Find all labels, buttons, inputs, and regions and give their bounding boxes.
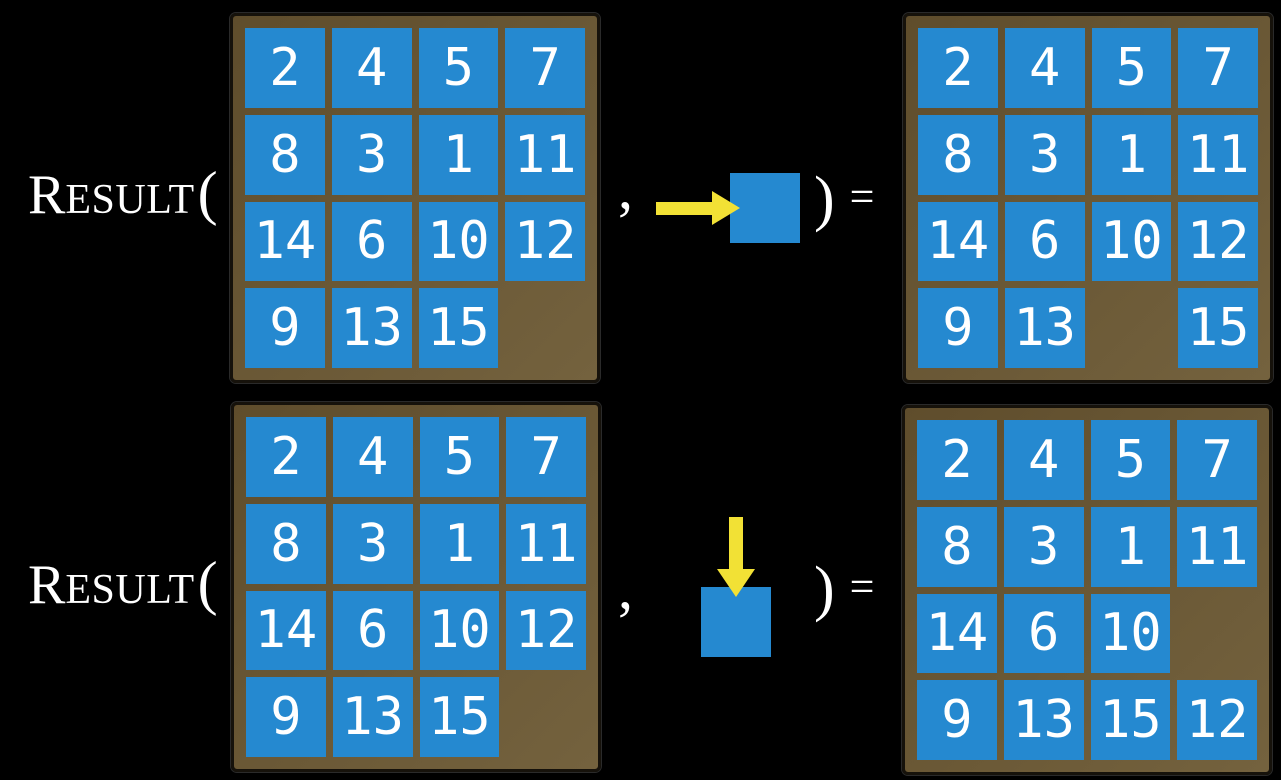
puzzle-tile-9: 9 [918, 288, 998, 368]
equals-sign: = [849, 562, 875, 611]
puzzle-tile-11: 11 [1177, 506, 1257, 587]
blank-cell [505, 288, 585, 368]
puzzle-tile-5: 5 [419, 417, 500, 497]
puzzle-tile-8: 8 [246, 503, 326, 584]
puzzle-tile-1: 1 [419, 503, 500, 584]
blank-tile-square [730, 173, 800, 243]
puzzle-tile-11: 11 [506, 503, 586, 584]
close-paren: ) [814, 165, 835, 233]
puzzle-tile-13: 13 [332, 677, 413, 757]
puzzle-tile-14: 14 [245, 201, 325, 282]
puzzle-tile-11: 11 [505, 114, 585, 195]
puzzle-tile-9: 9 [245, 288, 325, 368]
puzzle-tile-10: 10 [1091, 201, 1172, 282]
function-name-initial: R [28, 164, 66, 226]
comma-separator-2: , [618, 555, 633, 621]
puzzle-tile-13: 13 [331, 288, 412, 368]
action-move-down [700, 517, 772, 657]
result-function-label-2: R ESULT ( [28, 553, 218, 613]
puzzle-tile-6: 6 [1004, 201, 1085, 282]
close-equals-1: ) = [814, 168, 874, 230]
puzzle-tile-12: 12 [506, 590, 586, 671]
puzzle-tile-5: 5 [418, 28, 499, 108]
puzzle-tile-5: 5 [1091, 28, 1172, 108]
arrow-right-icon [656, 191, 740, 225]
puzzle-tile-10: 10 [418, 201, 499, 282]
puzzle-tile-10: 10 [419, 590, 500, 671]
puzzle-tile-3: 3 [331, 114, 412, 195]
puzzle-tile-10: 10 [1090, 593, 1171, 674]
function-name-smallcaps: ESULT [65, 177, 195, 223]
puzzle-tile-14: 14 [917, 593, 997, 674]
puzzle-tile-3: 3 [1003, 506, 1084, 587]
puzzle-tile-13: 13 [1004, 288, 1085, 368]
puzzle-tile-4: 4 [1004, 28, 1085, 108]
arrow-down-icon [717, 517, 755, 597]
puzzle-tile-15: 15 [1090, 680, 1171, 760]
puzzle-tile-9: 9 [246, 677, 326, 757]
puzzle-tile-5: 5 [1090, 420, 1171, 500]
puzzle-tile-1: 1 [418, 114, 499, 195]
puzzle-tile-12: 12 [1178, 201, 1258, 282]
puzzle-tile-15: 15 [1178, 288, 1258, 368]
action-move-right [656, 173, 800, 243]
function-name-initial: R [28, 554, 66, 616]
puzzle-tile-15: 15 [418, 288, 499, 368]
blank-cell [1177, 594, 1257, 674]
puzzle-tile-4: 4 [332, 417, 413, 497]
puzzle-tile-4: 4 [331, 28, 412, 108]
comma-separator-1: , [618, 155, 633, 221]
equals-sign: = [849, 172, 875, 221]
blank-tile-square [701, 587, 771, 657]
puzzle-tile-3: 3 [332, 503, 413, 584]
puzzle-tile-7: 7 [506, 417, 586, 497]
puzzle-tile-14: 14 [918, 201, 998, 282]
puzzle-tile-3: 3 [1004, 114, 1085, 195]
puzzle-tile-6: 6 [332, 590, 413, 671]
puzzle-tile-12: 12 [1177, 680, 1257, 760]
puzzle-tile-8: 8 [245, 114, 325, 195]
result-function-label-1: R ESULT ( [28, 163, 218, 223]
puzzle-tile-1: 1 [1090, 506, 1171, 587]
puzzle-tile-2: 2 [918, 28, 998, 108]
puzzle-tile-7: 7 [505, 28, 585, 108]
puzzle-tile-12: 12 [505, 201, 585, 282]
open-paren: ( [197, 550, 218, 616]
puzzle-tile-2: 2 [246, 417, 326, 497]
puzzle-tile-13: 13 [1003, 680, 1084, 760]
puzzle-tile-15: 15 [419, 677, 500, 757]
close-equals-2: ) = [814, 558, 874, 620]
puzzle-tile-6: 6 [1003, 593, 1084, 674]
blank-cell [506, 677, 586, 757]
blank-cell [1092, 288, 1172, 368]
puzzle-tile-8: 8 [917, 506, 997, 587]
puzzle-tile-6: 6 [331, 201, 412, 282]
puzzle-tile-4: 4 [1003, 420, 1084, 500]
puzzle-tile-7: 7 [1177, 420, 1257, 500]
puzzle-tile-1: 1 [1091, 114, 1172, 195]
puzzle-tile-14: 14 [246, 590, 326, 671]
function-name-smallcaps: ESULT [65, 567, 195, 613]
puzzle-tile-8: 8 [918, 114, 998, 195]
puzzle-tile-7: 7 [1178, 28, 1258, 108]
close-paren: ) [814, 555, 835, 623]
puzzle-tile-2: 2 [245, 28, 325, 108]
open-paren: ( [197, 160, 218, 226]
puzzle-tile-11: 11 [1178, 114, 1258, 195]
puzzle-tile-2: 2 [917, 420, 997, 500]
puzzle-tile-9: 9 [917, 680, 997, 760]
